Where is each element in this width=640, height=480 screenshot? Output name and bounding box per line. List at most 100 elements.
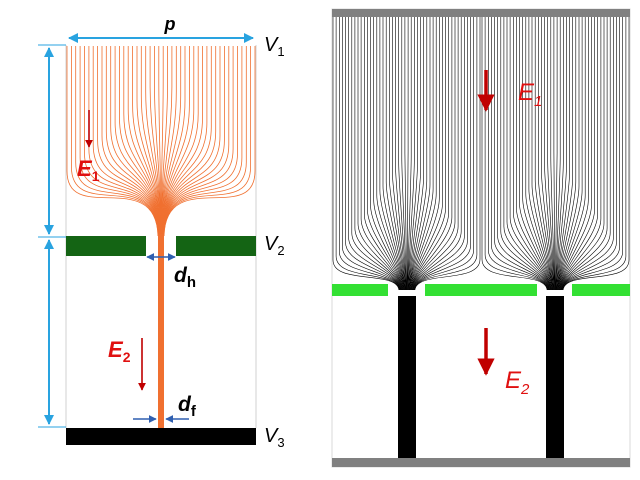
field-line <box>97 46 160 237</box>
field-line <box>360 17 403 291</box>
field-line <box>404 17 408 291</box>
df-label-main: d <box>178 393 192 416</box>
field-line <box>556 17 573 291</box>
field-line <box>357 17 402 291</box>
field-line <box>412 17 462 291</box>
field-line <box>354 17 402 291</box>
field-line <box>555 17 561 291</box>
e2-label-right-main: E <box>505 367 522 394</box>
field-line <box>114 46 160 237</box>
bottom-plate <box>332 458 630 467</box>
electrode-right-segment <box>176 236 256 256</box>
e1-label-right: E1 <box>518 79 542 110</box>
field-line <box>110 46 160 237</box>
df-label-sub: f <box>191 403 197 420</box>
dh-label: dh <box>174 264 196 291</box>
field-line <box>557 17 577 291</box>
field-line <box>550 17 555 291</box>
field-line <box>560 17 611 291</box>
field-line <box>408 17 428 291</box>
field-line <box>544 17 555 291</box>
field-line <box>554 17 558 291</box>
field-line <box>158 46 162 237</box>
field-line <box>398 17 407 291</box>
right-field-lines <box>332 17 630 291</box>
field-line <box>407 17 412 291</box>
field-line <box>385 17 405 291</box>
field-line <box>132 46 161 237</box>
field-line <box>503 17 550 291</box>
field-line <box>342 17 401 291</box>
field-line <box>379 17 405 291</box>
field-line <box>395 17 407 291</box>
field-line <box>556 17 570 291</box>
field-line <box>410 17 440 291</box>
field-line <box>71 46 159 237</box>
field-line <box>541 17 554 291</box>
electrode-segment-2 <box>425 284 537 296</box>
e1-label: E1 <box>77 156 100 184</box>
e1-label-right-main: E <box>518 79 535 106</box>
field-line <box>163 46 247 237</box>
field-line <box>382 17 405 291</box>
field-line <box>411 17 449 291</box>
field-line <box>345 17 401 291</box>
left-panel: p E1 E2 V1 V <box>38 14 285 450</box>
pitch-label: p <box>164 14 176 34</box>
field-line <box>560 17 608 291</box>
field-line <box>367 17 403 291</box>
field-line <box>163 46 256 237</box>
field-line <box>559 17 595 291</box>
field-line <box>412 17 465 291</box>
field-line <box>531 17 553 291</box>
field-line <box>409 17 434 291</box>
field-line <box>558 17 589 291</box>
right-panel: E1 E2 <box>331 8 631 468</box>
field-line <box>162 46 230 237</box>
field-line <box>123 46 161 237</box>
field-line <box>500 17 550 291</box>
beam-2 <box>546 296 564 458</box>
dh-label-main: d <box>174 264 188 287</box>
field-line <box>392 17 406 291</box>
e2-label: E2 <box>108 337 131 365</box>
field-line <box>364 17 403 291</box>
field-line <box>494 17 549 291</box>
field-line <box>558 17 586 291</box>
field-line <box>509 17 551 291</box>
field-line <box>561 17 614 291</box>
field-line <box>408 17 424 291</box>
v3-label-sub: 3 <box>277 435 284 450</box>
field-line <box>516 17 552 291</box>
top-plate <box>332 9 630 17</box>
field-line <box>411 17 456 291</box>
field-line <box>163 46 238 237</box>
field-line <box>528 17 553 291</box>
focused-beam <box>158 234 164 428</box>
field-line <box>413 17 468 291</box>
dh-label-sub: h <box>187 274 196 291</box>
field-line <box>127 46 161 237</box>
field-line <box>407 17 418 291</box>
beam-1 <box>398 296 416 458</box>
field-line <box>555 17 567 291</box>
field-line <box>557 17 583 291</box>
field-line <box>555 17 564 291</box>
left-field-lines <box>66 46 256 237</box>
field-line <box>513 17 551 291</box>
field-line <box>410 17 446 291</box>
field-line <box>525 17 553 291</box>
electrode-segment-1 <box>332 284 388 296</box>
field-line <box>373 17 404 291</box>
field-line <box>561 17 617 291</box>
field-line <box>557 17 580 291</box>
v1-label: V1 <box>264 34 285 59</box>
e2-label-right: E2 <box>505 367 530 398</box>
field-line <box>488 17 548 291</box>
field-line <box>66 46 159 237</box>
e2-label-main: E <box>108 337 124 362</box>
field-line <box>410 17 443 291</box>
field-line <box>160 46 168 237</box>
field-line <box>163 46 243 237</box>
field-line <box>497 17 550 291</box>
